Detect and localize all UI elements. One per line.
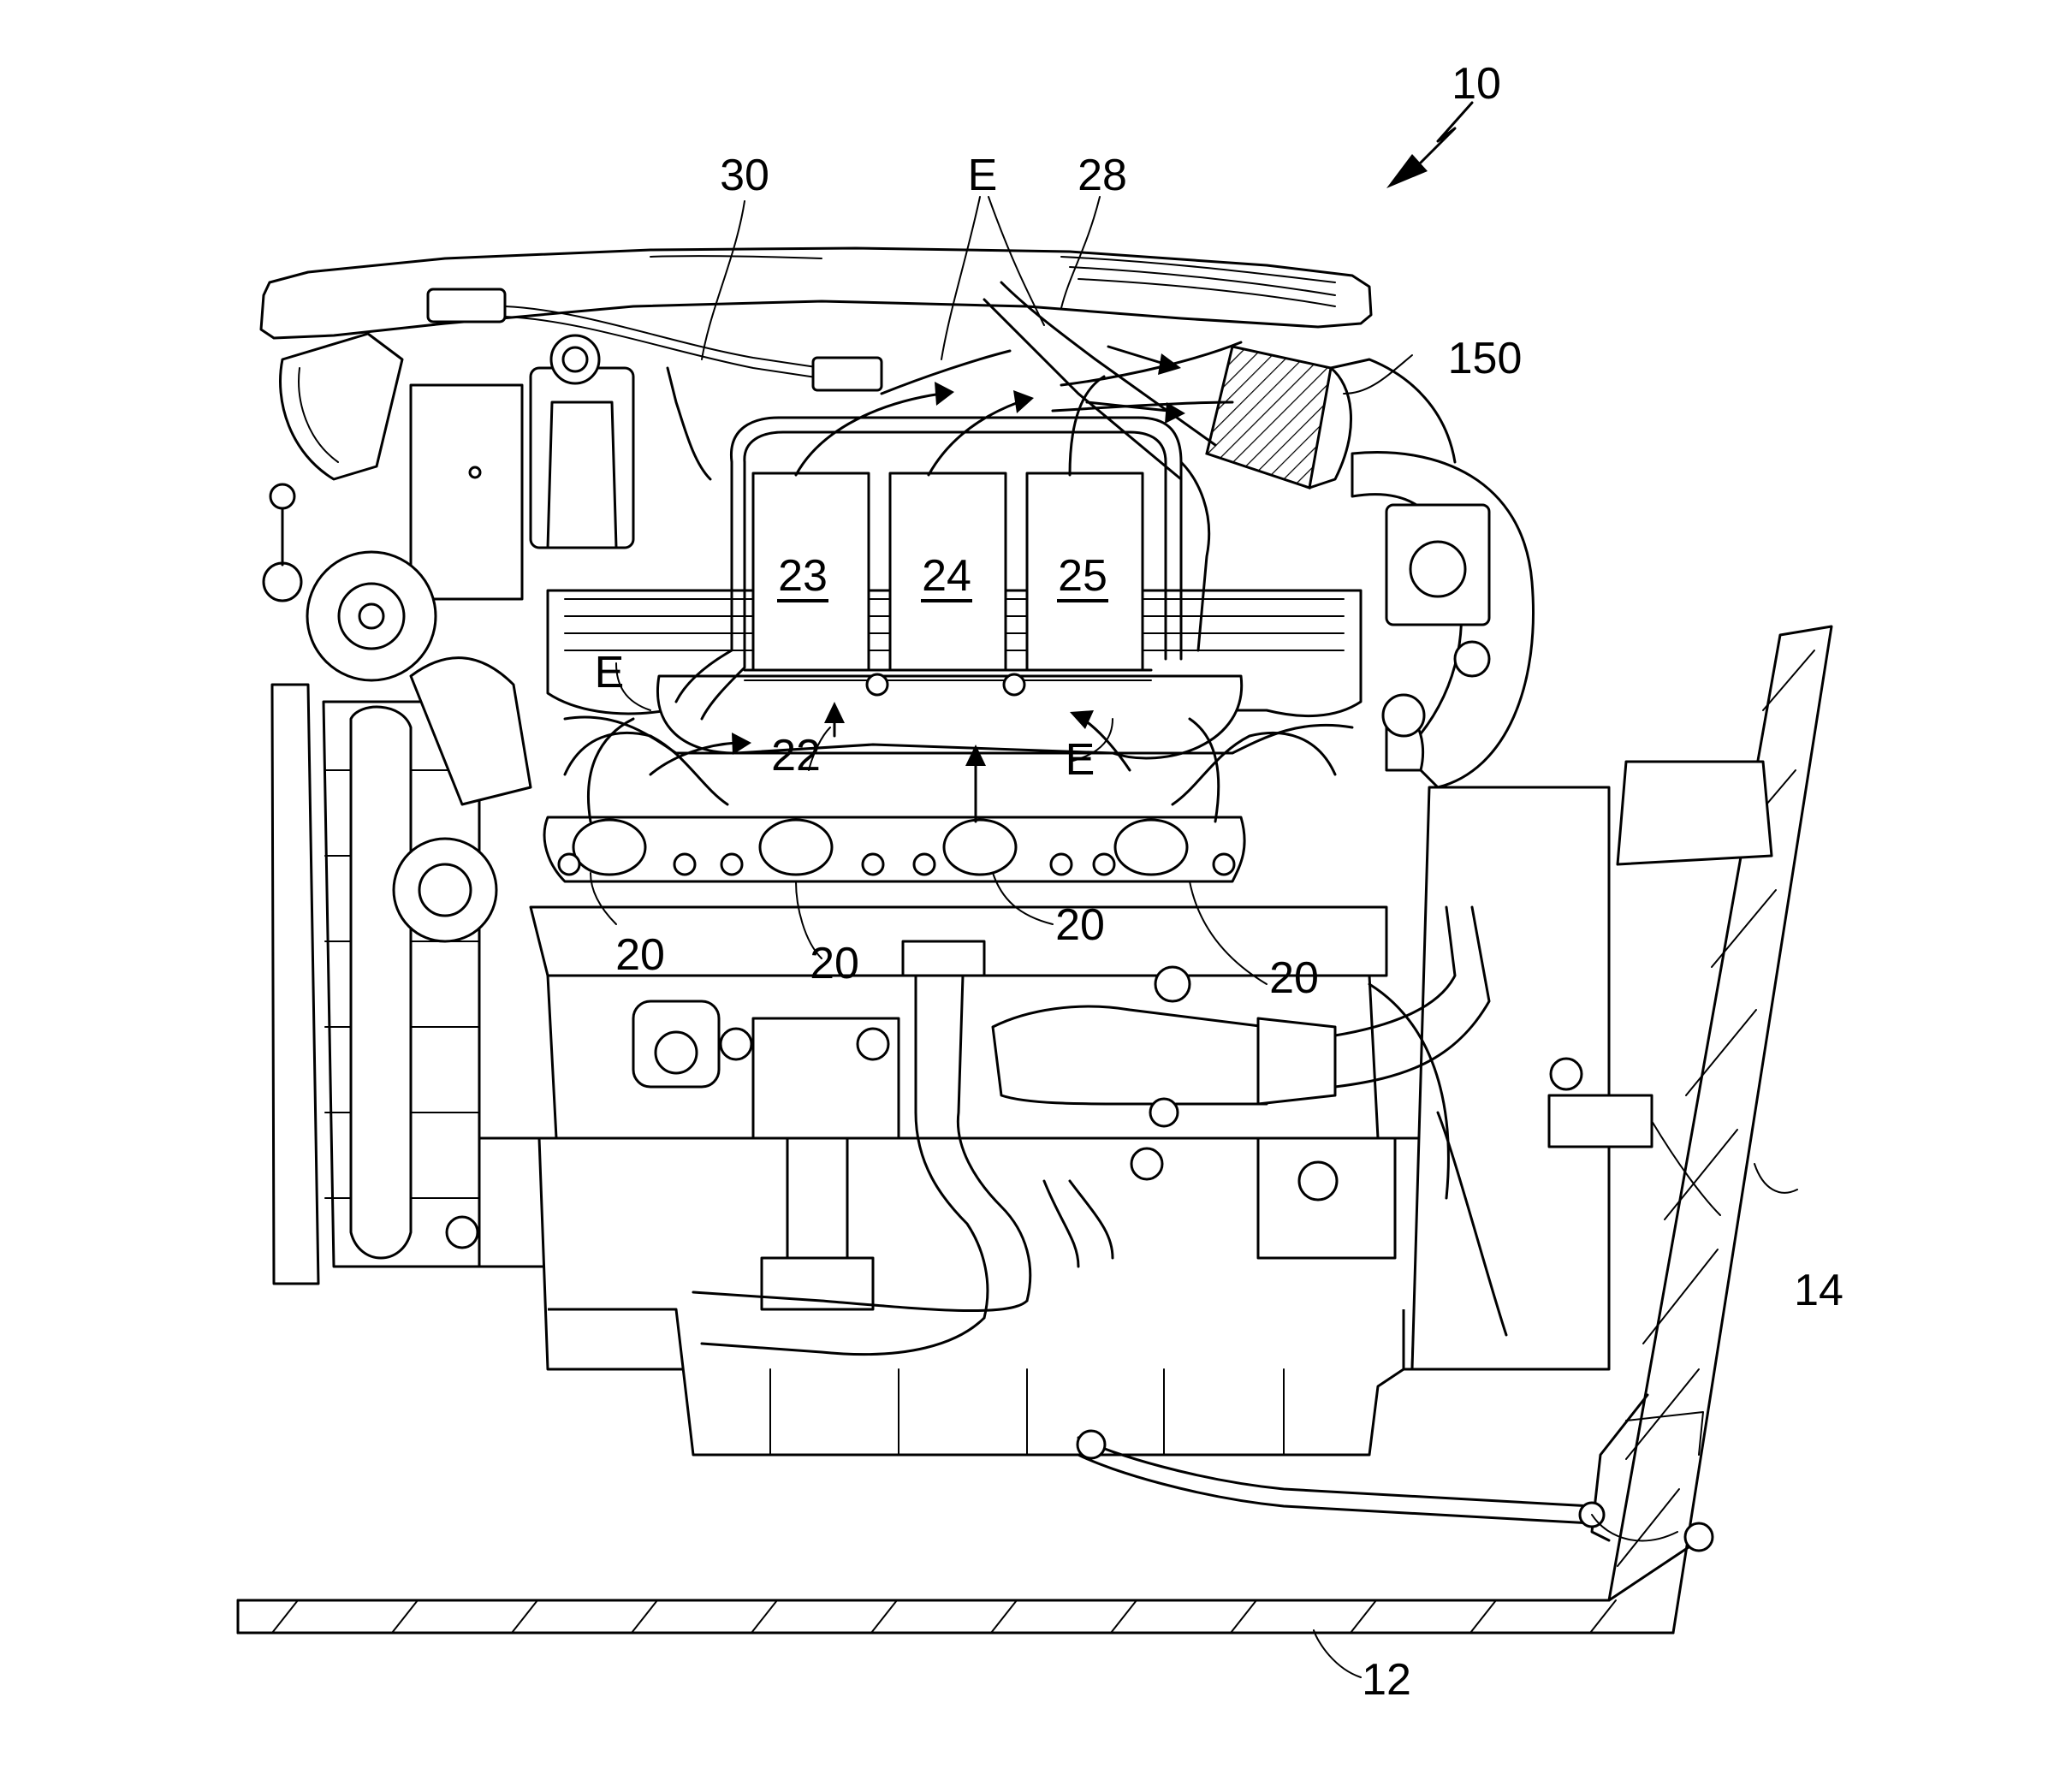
label-20-d: 20 xyxy=(1269,953,1319,1003)
label-22: 22 xyxy=(771,731,821,780)
label-20-c: 20 xyxy=(1055,900,1105,950)
label-150: 150 xyxy=(1448,334,1523,383)
floor-plate xyxy=(238,1540,1699,1633)
label-12: 12 xyxy=(1362,1655,1411,1705)
label-20-b: 20 xyxy=(810,939,859,988)
label-28: 28 xyxy=(1078,151,1127,200)
label-23: 23 xyxy=(778,551,828,601)
label-30: 30 xyxy=(720,151,769,200)
label-10: 10 xyxy=(1452,59,1501,109)
label-e-right: E xyxy=(1066,735,1095,785)
left-housing xyxy=(281,334,634,599)
label-14: 14 xyxy=(1794,1266,1843,1315)
label-e-left: E xyxy=(595,648,625,697)
label-25: 25 xyxy=(1058,551,1107,601)
engine-cover xyxy=(261,248,1371,390)
label-e-top: E xyxy=(968,151,998,200)
right-components xyxy=(1352,453,1772,1369)
label-24: 24 xyxy=(922,551,971,601)
label-20-a: 20 xyxy=(615,930,665,980)
